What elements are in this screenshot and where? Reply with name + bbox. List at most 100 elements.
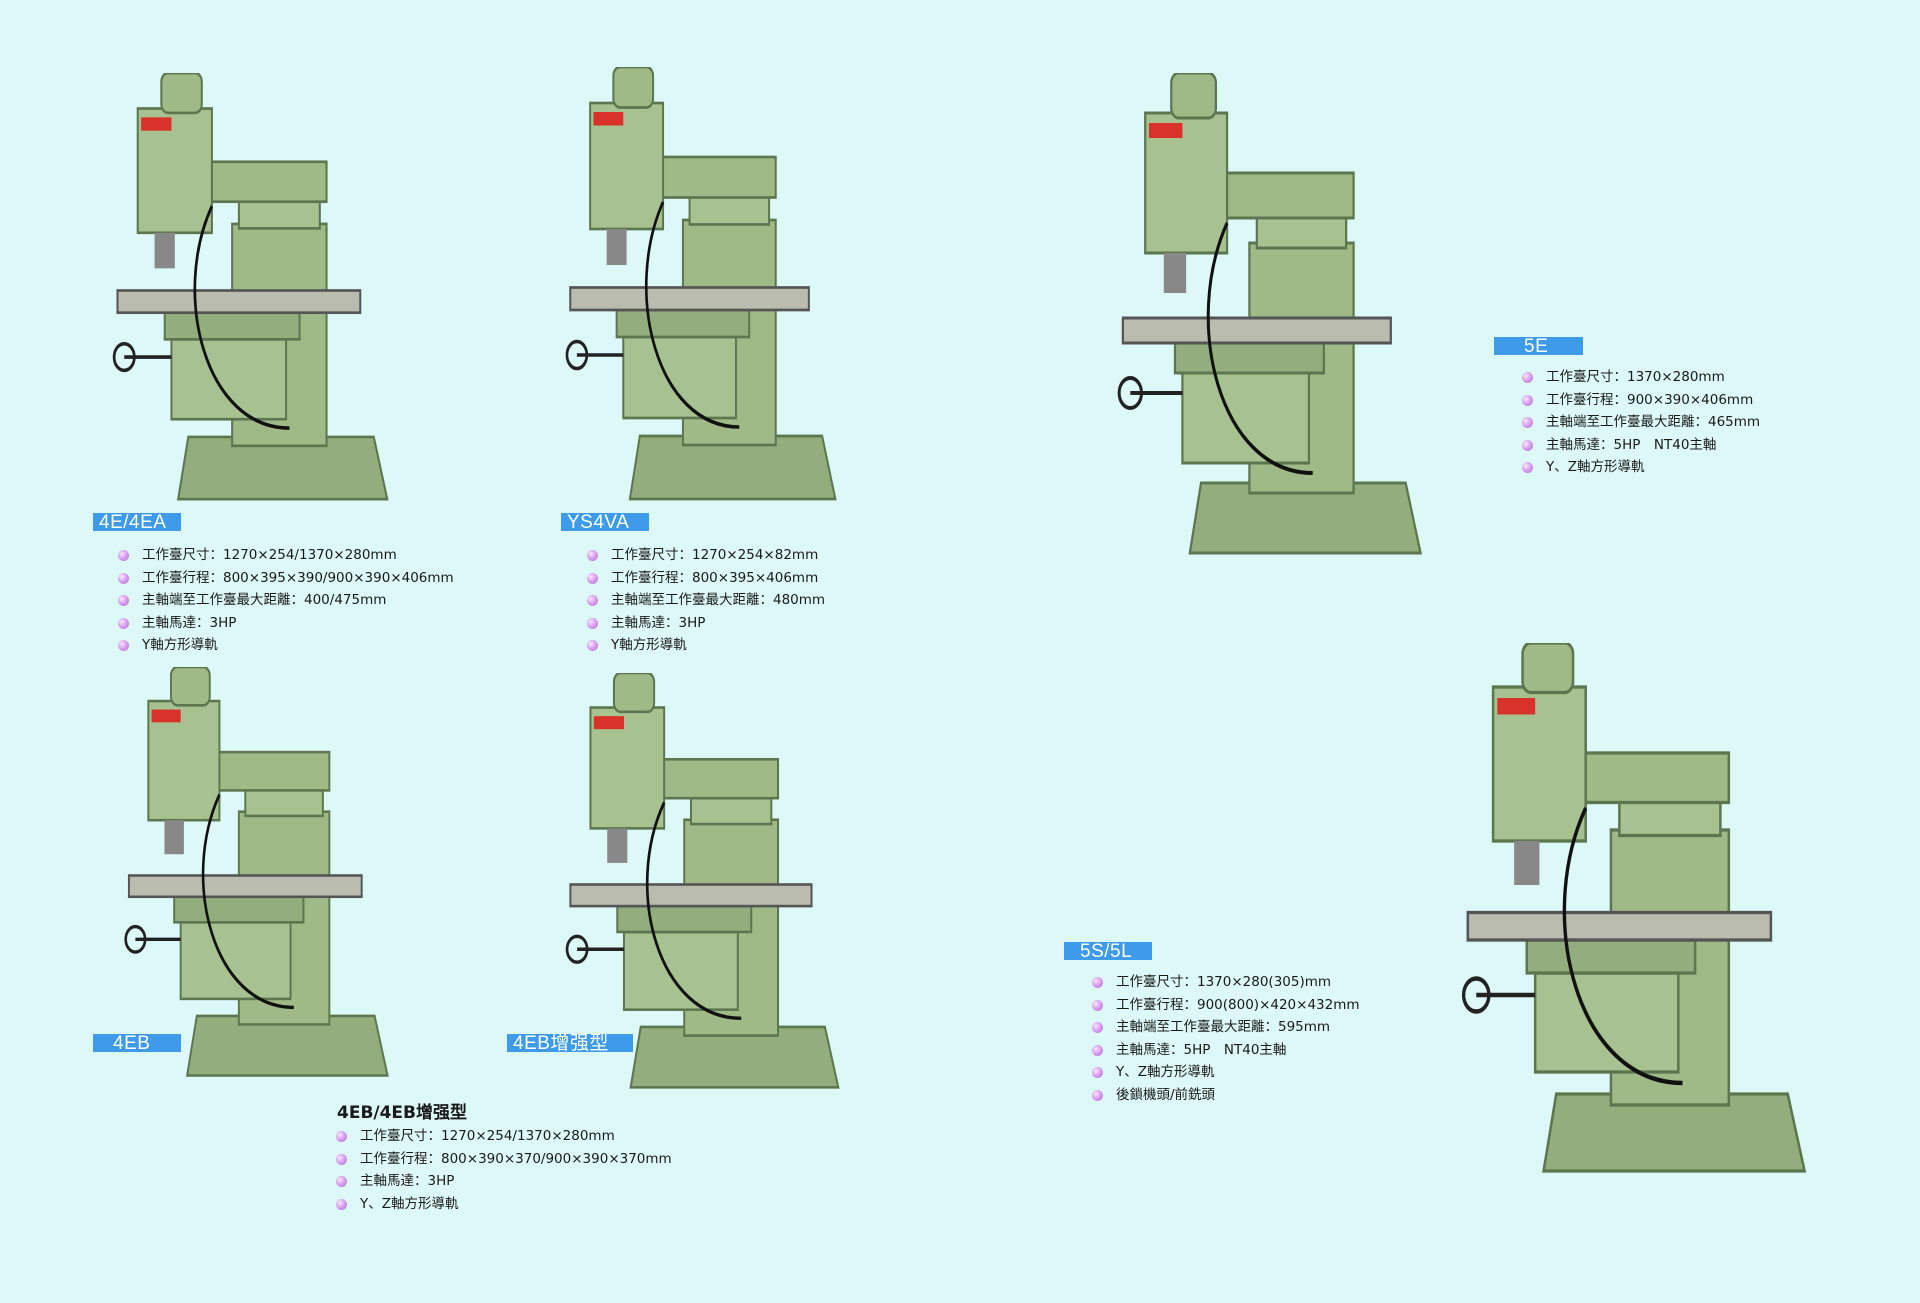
spec-item: 工作臺行程：900(800)×420×432mm	[1092, 994, 1360, 1017]
bullet-icon	[1092, 1089, 1103, 1101]
group-heading-4eb: 4EB/4EB增强型	[337, 1103, 468, 1123]
milling-machine-illustration	[565, 67, 837, 501]
machine-table	[127, 874, 363, 899]
bullet-icon	[118, 595, 129, 607]
bullet-icon	[1092, 977, 1103, 988]
machine-cable	[201, 793, 294, 1010]
spec-item: 後鎖機頭/前銑頭	[1092, 1084, 1360, 1107]
machine-brand-plate	[593, 112, 624, 126]
spec-item: 主軸馬達：3HP	[336, 1170, 672, 1193]
model-label-5e: 5E	[1494, 337, 1583, 356]
model-label-5s-5l: 5S/5L	[1064, 942, 1152, 961]
spec-text: 主軸端至工作臺最大距離：400/475mm	[142, 592, 387, 609]
spec-item: Y軸方形導軌	[118, 634, 454, 657]
spec-text: Y軸方形導軌	[611, 637, 687, 654]
bullet-icon	[118, 572, 129, 584]
machine-cable	[645, 801, 742, 1021]
machine-saddle	[1173, 341, 1325, 375]
model-label-4e-4ea: 4E/4EA	[93, 513, 181, 532]
bullet-icon	[336, 1198, 347, 1210]
machine-table	[1121, 316, 1392, 345]
machine-saddle	[616, 904, 753, 934]
machine-motor	[169, 667, 211, 707]
spec-item: 主軸端至工作臺最大距離：595mm	[1092, 1016, 1360, 1039]
bullet-icon	[587, 640, 598, 652]
spec-text: 工作臺行程：800×395×406mm	[611, 569, 819, 586]
spec-text: 主軸端至工作臺最大距離：465mm	[1546, 414, 1761, 431]
machine-brand-plate	[1497, 698, 1536, 715]
bullet-icon	[587, 617, 598, 629]
spec-text: 後鎖機頭/前銑頭	[1116, 1086, 1216, 1103]
spec-item: 工作臺行程：900×390×406mm	[1522, 389, 1760, 412]
machine-table	[116, 289, 362, 315]
milling-machine-illustration	[565, 673, 840, 1089]
machine-knee	[170, 337, 288, 421]
machine-spindle	[1163, 253, 1187, 293]
machine-brand-plate	[141, 117, 172, 131]
spec-item: 主軸馬達：3HP	[118, 612, 454, 635]
spec-text: 工作臺尺寸：1370×280mm	[1546, 369, 1725, 385]
machine-motor	[612, 67, 655, 109]
spec-item: 工作臺行程：800×395×406mm	[587, 567, 825, 590]
bullet-icon	[336, 1176, 347, 1188]
machine-photo-5e	[1108, 73, 1428, 563]
spec-text: Y軸方形導軌	[142, 637, 218, 654]
bullet-icon	[587, 595, 598, 607]
spec-item: 工作臺尺寸：1370×280mm	[1522, 366, 1760, 389]
machine-knee	[622, 930, 739, 1011]
machine-saddle	[1525, 938, 1697, 975]
machine-motor	[1170, 73, 1218, 120]
bullet-icon	[1092, 999, 1103, 1011]
bullet-icon	[587, 572, 598, 584]
bullet-icon	[1522, 372, 1533, 383]
machine-photo-5s-5l	[1451, 643, 1813, 1182]
spec-text: Y、Z軸方形導軌	[1116, 1064, 1215, 1081]
spec-item: 工作臺尺寸：1270×254×82mm	[587, 544, 825, 567]
bullet-icon	[587, 550, 598, 561]
spec-item: Y、Z軸方形導軌	[1522, 456, 1760, 479]
model-label-4eb-enhanced: 4EB增强型	[507, 1034, 633, 1053]
handwheel-icon	[112, 341, 172, 373]
machine-table	[1466, 910, 1773, 942]
machine-brand-plate	[1148, 123, 1183, 138]
machine-spindle	[607, 828, 628, 863]
bullet-icon	[1092, 1067, 1103, 1079]
machine-brand-plate	[151, 709, 181, 723]
spec-list-ys4va: 工作臺尺寸：1270×254×82mm 工作臺行程：800×395×406mm 主軸…	[587, 544, 825, 657]
bullet-icon	[336, 1131, 347, 1142]
milling-machine-illustration	[112, 73, 389, 501]
machine-table	[569, 286, 810, 312]
spec-item: 主軸端至工作臺最大距離：480mm	[587, 589, 825, 612]
handwheel-icon	[1117, 376, 1183, 410]
handwheel-icon	[124, 924, 181, 954]
bullet-icon	[1522, 417, 1533, 429]
machine-table	[569, 883, 813, 908]
spec-text: 工作臺行程：900×390×406mm	[1546, 391, 1754, 408]
machine-photo-4e-4ea	[104, 73, 394, 508]
bullet-icon	[1092, 1044, 1103, 1056]
bullet-icon	[1092, 1022, 1103, 1034]
spec-item: 主軸馬達：5HP NT40主軸	[1522, 434, 1760, 457]
machine-knee	[622, 335, 737, 420]
model-label-4eb: 4EB	[93, 1034, 181, 1053]
spec-item: Y、Z軸方形導軌	[1092, 1061, 1360, 1084]
spec-item: 主軸馬達：3HP	[587, 612, 825, 635]
handwheel-icon	[565, 934, 624, 964]
spec-text: 工作臺尺寸：1270×254/1370×280mm	[360, 1128, 615, 1144]
machine-saddle	[163, 311, 301, 341]
bullet-icon	[1522, 439, 1533, 451]
bullet-icon	[118, 550, 129, 561]
spec-text: 工作臺行程：900(800)×420×432mm	[1116, 996, 1360, 1013]
machine-brand-plate	[593, 716, 624, 730]
milling-machine-illustration	[1117, 73, 1423, 555]
spec-item: 工作臺尺寸：1270×254/1370×280mm	[336, 1125, 672, 1148]
spec-text: 主軸馬達：3HP	[611, 614, 706, 631]
machine-cable	[644, 201, 740, 429]
machine-spindle	[606, 229, 627, 265]
milling-machine-illustration	[1461, 643, 1807, 1173]
spec-text: 工作臺行程：800×390×370/900×390×370mm	[360, 1150, 672, 1167]
spec-item: 主軸端至工作臺最大距離：400/475mm	[118, 589, 454, 612]
machine-spindle	[164, 820, 184, 855]
spec-text: Y、Z軸方形導軌	[360, 1195, 459, 1212]
